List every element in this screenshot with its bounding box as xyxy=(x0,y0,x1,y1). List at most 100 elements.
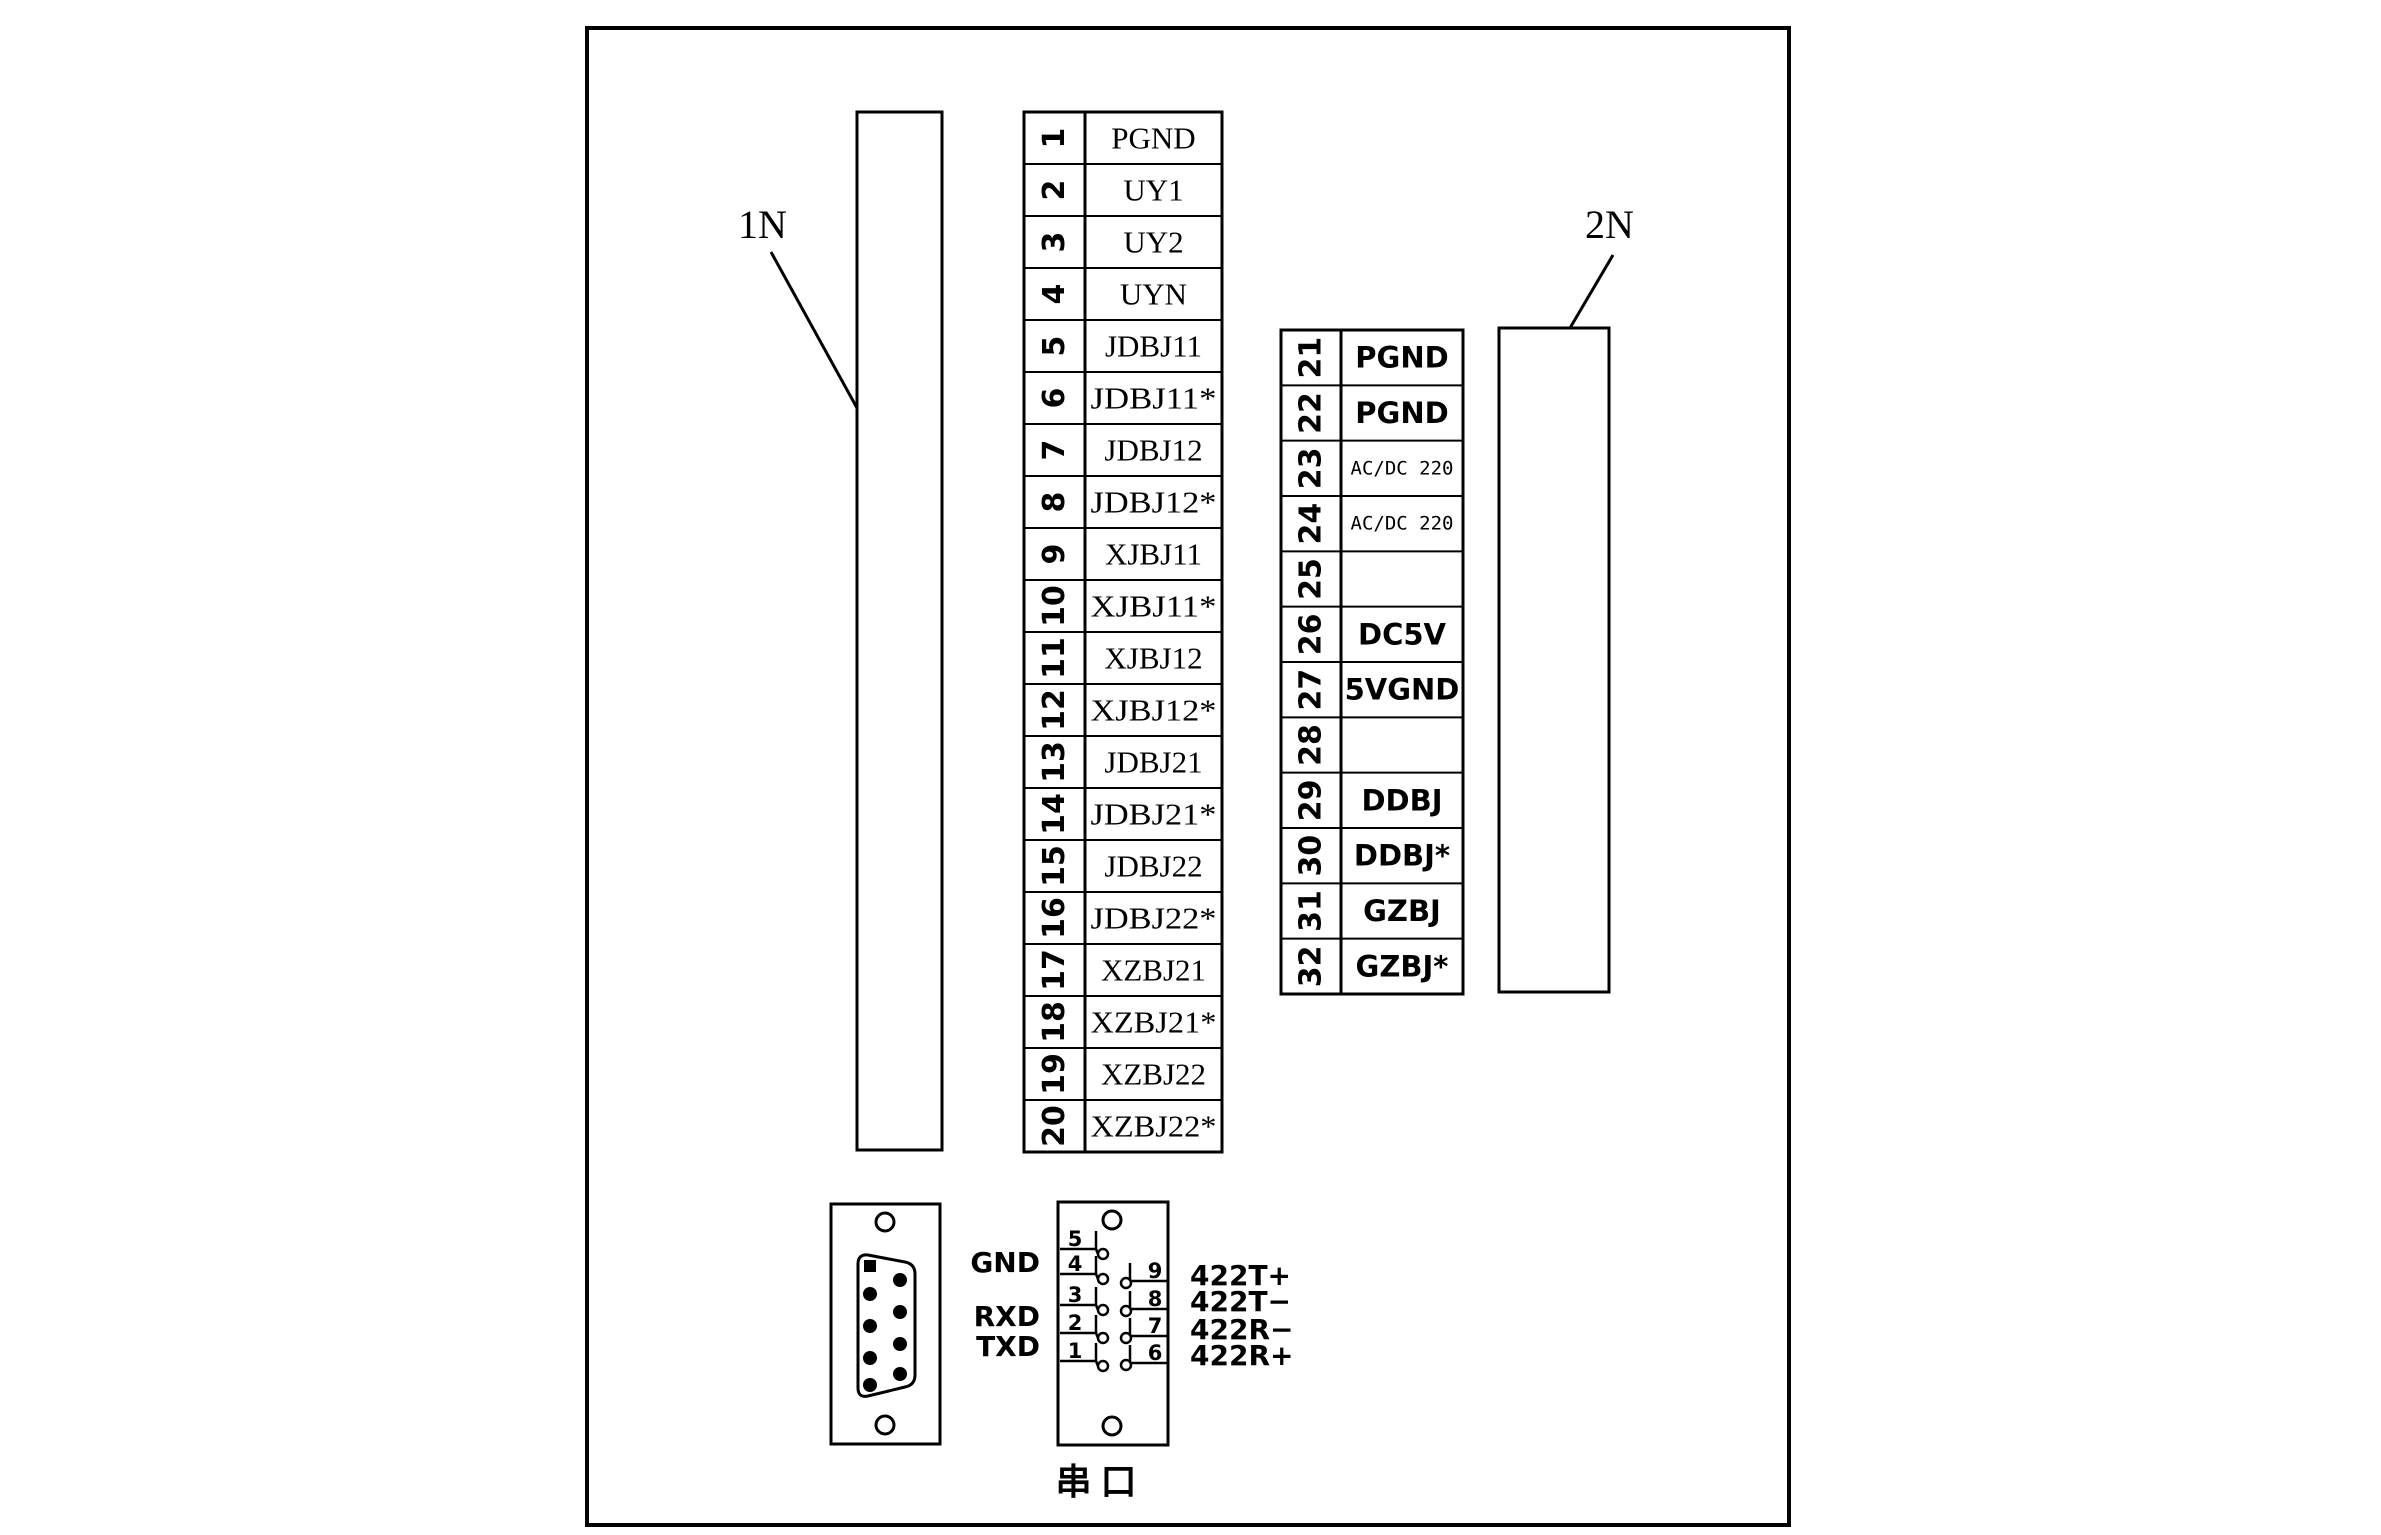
pin-contact xyxy=(1119,1276,1133,1290)
terminal-number: 18 xyxy=(1037,1001,1072,1043)
terminal-number: 26 xyxy=(1294,613,1329,655)
terminal-signal-name: UYN xyxy=(1120,277,1187,312)
pin-number: 3 xyxy=(1068,1283,1083,1307)
terminal-row: 30 DDBJ* xyxy=(1294,835,1451,877)
terminal-signal-name: UY1 xyxy=(1123,173,1183,208)
db9-pin xyxy=(863,1287,877,1301)
pin-contact xyxy=(1119,1304,1133,1318)
pin-number: 2 xyxy=(1068,1311,1083,1335)
terminal-signal-name: UY2 xyxy=(1123,225,1183,260)
terminal-number: 13 xyxy=(1037,741,1072,783)
terminal-row: 11 XJBJ12 xyxy=(1037,637,1203,679)
pin-number: 8 xyxy=(1148,1287,1163,1311)
terminal-signal-name: XJBJ12* xyxy=(1091,693,1217,728)
terminal-row: 25 xyxy=(1294,558,1329,600)
terminal-signal-name: JDBJ12* xyxy=(1091,485,1217,520)
terminal-signal-name: GZBJ xyxy=(1363,894,1441,928)
terminal-signal-name: DDBJ xyxy=(1361,783,1442,817)
terminal-number: 25 xyxy=(1294,558,1329,600)
terminal-signal-name: JDBJ11 xyxy=(1105,329,1202,364)
terminal-number: 15 xyxy=(1037,845,1072,887)
terminal-signal-name: XZBJ21* xyxy=(1091,1005,1217,1040)
terminal-signal-name: AC/DC 220 xyxy=(1351,457,1454,479)
terminal-row: 3 UY2 xyxy=(1037,225,1184,260)
pin-contact xyxy=(1119,1331,1133,1345)
db9-pin xyxy=(893,1337,907,1351)
terminal-signal-name: JDBJ12 xyxy=(1104,433,1202,468)
pin-contact xyxy=(1096,1247,1110,1261)
db9-pin xyxy=(863,1319,877,1333)
serial-signal-label: 422R− xyxy=(1190,1313,1293,1346)
db9-connector-front xyxy=(829,1202,942,1446)
terminal-signal-name: JDBJ22* xyxy=(1091,901,1217,936)
terminal-number: 30 xyxy=(1294,835,1329,877)
terminal-number: 14 xyxy=(1037,793,1072,835)
db9-pin-1-marker xyxy=(864,1260,876,1272)
terminal-number: 19 xyxy=(1037,1053,1072,1095)
terminal-number: 3 xyxy=(1037,232,1072,253)
module-2n-box xyxy=(1497,326,1611,994)
serial-signal-label: 422T+ xyxy=(1190,1259,1291,1292)
terminal-number: 10 xyxy=(1037,585,1072,627)
db9-plate xyxy=(829,1202,942,1446)
pin-number: 5 xyxy=(1068,1227,1083,1251)
serial-signal-label: RXD xyxy=(974,1300,1040,1333)
serial-signal-label: TXD xyxy=(976,1330,1040,1363)
terminal-number: 7 xyxy=(1037,440,1072,461)
pin-contact xyxy=(1096,1331,1110,1345)
terminal-number: 17 xyxy=(1037,949,1072,991)
terminal-row: 15 JDBJ22 xyxy=(1037,845,1203,887)
terminal-signal-name: XZBJ22 xyxy=(1101,1057,1206,1092)
pin-number: 9 xyxy=(1148,1259,1163,1283)
terminal-number: 1 xyxy=(1037,128,1072,149)
db9-pin xyxy=(863,1378,877,1392)
terminal-signal-name: DDBJ* xyxy=(1354,839,1450,873)
terminal-signal-name: XJBJ12 xyxy=(1104,641,1202,676)
db9-pin xyxy=(863,1351,877,1365)
module-1n-label: 1N xyxy=(738,202,787,247)
terminal-row: 24 AC/DC 220 xyxy=(1294,503,1454,545)
terminal-signal-name: XJBJ11 xyxy=(1105,537,1202,572)
terminal-row: 17 XZBJ21 xyxy=(1037,949,1206,991)
module-2n-leader xyxy=(1568,254,1615,329)
terminal-number: 27 xyxy=(1294,669,1329,711)
terminal-signal-name: JDBJ22 xyxy=(1104,849,1202,884)
terminal-signal-name: XZBJ21 xyxy=(1101,953,1206,988)
terminal-row: 29 DDBJ xyxy=(1294,779,1443,821)
terminal-number: 11 xyxy=(1037,637,1072,679)
serial-signal-label: 422R+ xyxy=(1190,1339,1293,1372)
db9-pin xyxy=(893,1305,907,1319)
pin-number: 6 xyxy=(1148,1341,1163,1365)
terminal-number: 29 xyxy=(1294,779,1329,821)
terminal-signal-name: AC/DC 220 xyxy=(1351,513,1454,535)
terminal-number: 32 xyxy=(1294,945,1329,987)
terminal-number: 21 xyxy=(1294,337,1329,379)
module-2n-label: 2N xyxy=(1585,202,1634,247)
terminal-number: 31 xyxy=(1294,890,1329,932)
terminal-number: 24 xyxy=(1294,503,1329,545)
db9-pin xyxy=(893,1273,907,1287)
db9-mount-hole-top xyxy=(874,1211,896,1233)
terminal-row: 7 JDBJ12 xyxy=(1037,433,1203,468)
terminal-row: 28 xyxy=(1294,724,1329,766)
terminal-row: 18 XZBJ21* xyxy=(1037,1001,1217,1043)
terminal-number: 2 xyxy=(1037,180,1072,201)
